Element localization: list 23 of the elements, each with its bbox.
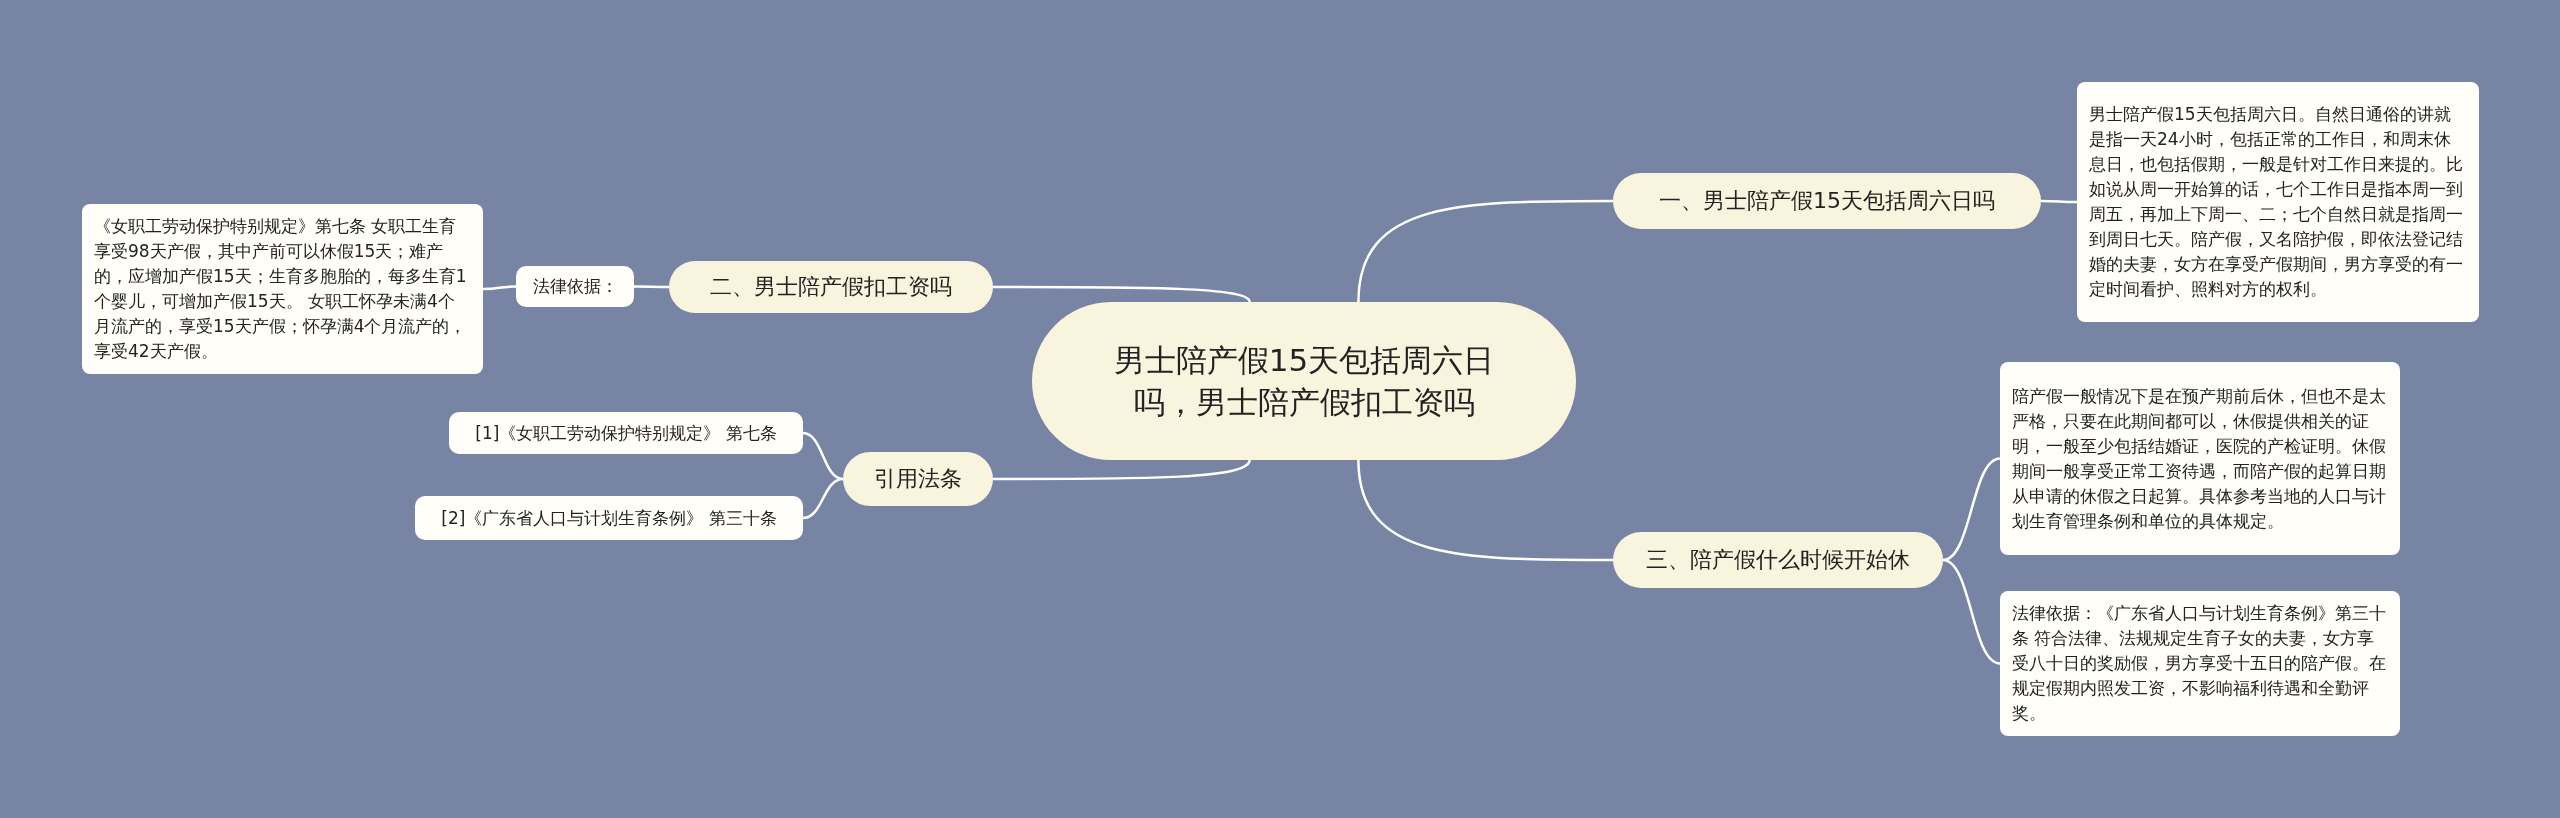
- connector-line: [1942, 558, 2001, 665]
- connector-line: [802, 477, 844, 520]
- connector-line: [2041, 199, 2077, 204]
- note-box: 陪产假一般情况下是在预产期前后休，但也不是太严格，只要在此期间都可以，休假提供相关的证明，一般至少包括结婚证，医院的产检证明。休假期间一般享受正常工资待遇，而陪产假的起算日期从申请的休假之日起算。具体参考当地的人口与计划生育管理条例和单位的具体规定。: [2000, 362, 2400, 555]
- connector-line: [993, 459, 1251, 481]
- topic-box: 三、陪产假什么时候开始休: [1613, 532, 1943, 588]
- note-box: 男士陪产假15天包括周六日。自然日通俗的讲就是指一天24小时，包括正常的工作日，和周末休息日，也包括假期，一般是针对工作日来提的。比如说从周一开始算的话，七个工作日是指本周一到周五，再加上下周一、二；七个自然日就是指周一到周日七天。陪产假，又名陪护假，即依法登记结婚的夫妻，女方在享受产假期间，男方享受的有一定时间看护、照料对方的权利。: [2077, 82, 2479, 322]
- central-topic: 男士陪产假15天包括周六日吗，男士陪产假扣工资吗: [1032, 302, 1576, 460]
- connector-line: [993, 285, 1251, 303]
- connector-line: [1357, 199, 1613, 303]
- label-box: 法律依据：: [516, 266, 634, 307]
- connector-line: [802, 431, 844, 481]
- note-box: 《女职工劳动保护特别规定》第七条 女职工生育享受98天产假，其中产前可以休假15天；难产的，应增加产假15天；生育多胞胎的，每多生育1个婴儿，可增加产假15天。 女职工怀孕未满4个月流产的，享受15天产假；怀孕满4个月流产的，享受42天产假。: [82, 204, 483, 374]
- connector-line: [634, 285, 669, 289]
- note-box: 法律依据：《广东省人口与计划生育条例》第三十条 符合法律、法规规定生育子女的夫妻，女方享受八十日的奖励假，男方享受十五日的陪产假。在规定假期内照发工资，不影响福利待遇和全勤评奖。: [2000, 591, 2400, 736]
- connector-line: [483, 285, 516, 291]
- connector-line: [1357, 459, 1613, 562]
- topic-box: 一、男士陪产假15天包括周六日吗: [1613, 173, 2041, 229]
- topic-box: 二、男士陪产假扣工资吗: [669, 261, 993, 313]
- reference-box: [2]《广东省人口与计划生育条例》 第三十条: [415, 496, 803, 540]
- reference-box: [1]《女职工劳动保护特别规定》 第七条: [449, 412, 803, 454]
- topic-box: 引用法条: [843, 452, 993, 506]
- connector-line: [1942, 457, 2001, 562]
